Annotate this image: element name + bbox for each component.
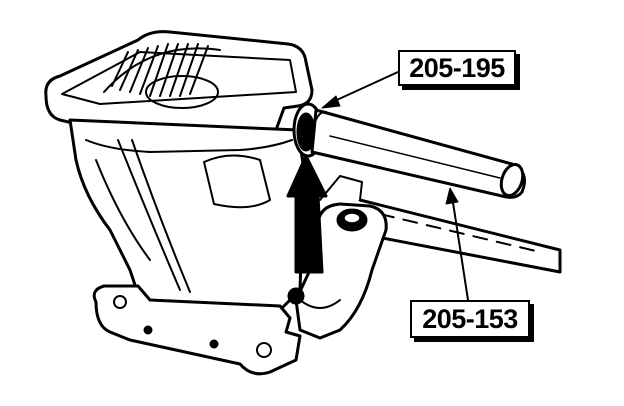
tool-label-205-153: 205-153	[410, 300, 530, 338]
differential-housing-illustration	[44, 30, 388, 376]
axle-tube-background	[358, 198, 562, 274]
seal-installer-tube-icon	[310, 108, 526, 199]
leader-line-195	[321, 71, 399, 109]
leader-line-153	[445, 187, 469, 301]
tool-label-205-195: 205-195	[398, 50, 516, 86]
direction-arrow-icon	[286, 154, 328, 274]
